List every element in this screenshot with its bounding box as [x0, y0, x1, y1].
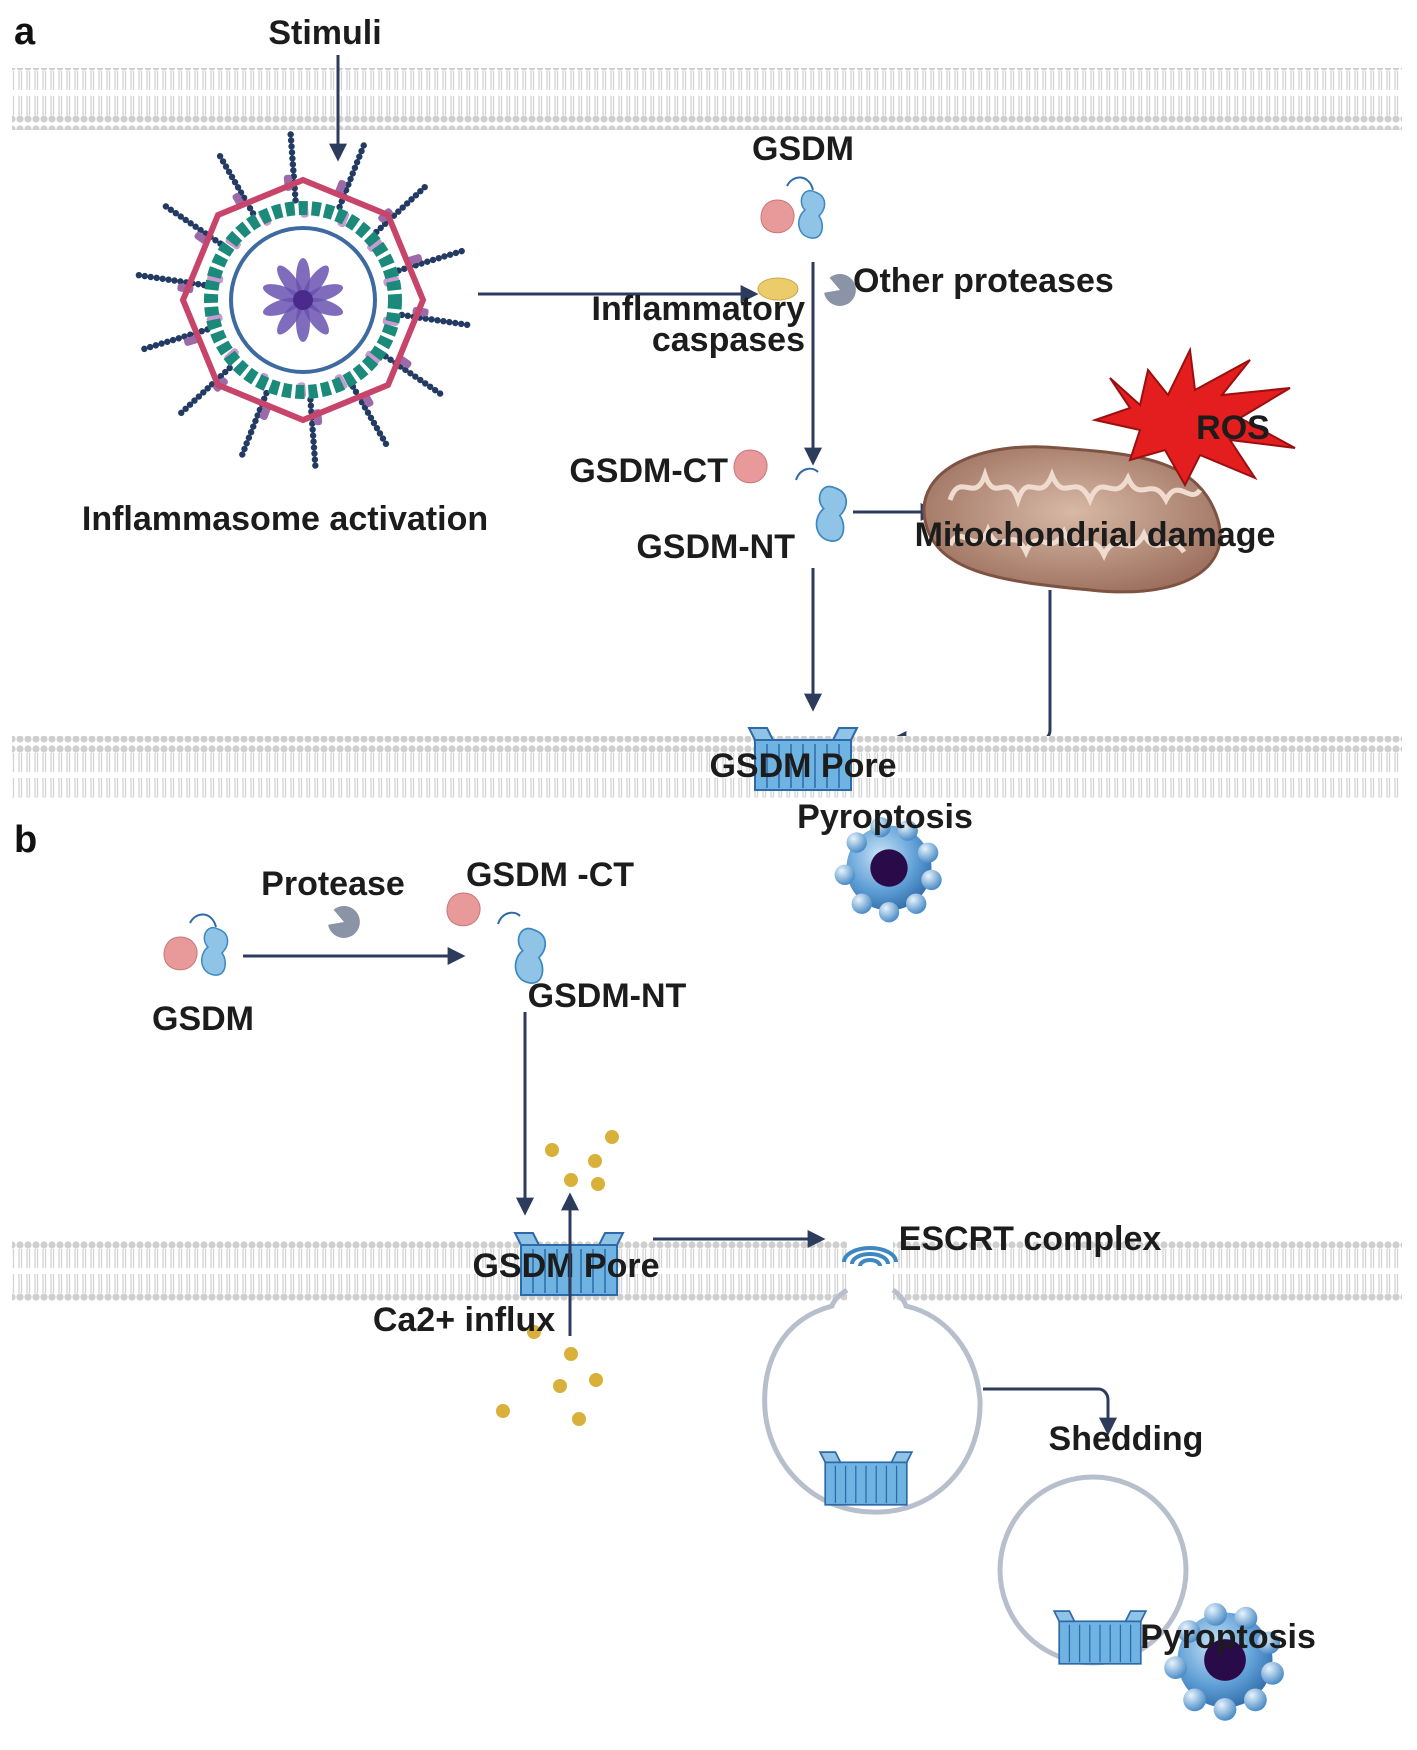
gsdm-nt-protein-a [815, 485, 848, 542]
caspase-shape [757, 277, 799, 301]
protease-label: Protease [261, 865, 405, 903]
gsdm-ct-label-b: GSDM -CT [466, 856, 634, 894]
ros-label: ROS [1196, 409, 1270, 447]
membrane-bottom-a [12, 736, 1402, 798]
vesicle-pore-2 [1053, 1610, 1147, 1665]
membrane-top-a [12, 68, 1402, 130]
inflammatory-caspases-label-1: Inflammatory [592, 290, 806, 328]
mitochondria-to-pore-arrow [888, 590, 1052, 749]
gsdm-pore-label-b: GSDM Pore [472, 1247, 659, 1285]
panel-b-label: b [14, 819, 37, 861]
shedding-label: Shedding [1049, 1420, 1204, 1458]
protease-shape-b [325, 902, 365, 943]
shedding-arrow [983, 1387, 1117, 1436]
pyroptosis-label-b: Pyroptosis [1140, 1618, 1316, 1656]
gsdm-label-b: GSDM [152, 1000, 254, 1038]
gsdm-full-protein-b [163, 913, 229, 976]
panel-a-label: a [14, 11, 36, 53]
gsdm-ct-protein-a [733, 449, 768, 484]
vesicle-pore-1 [819, 1451, 913, 1506]
escrt-spiral [842, 1246, 898, 1267]
inflammatory-caspases-label-2: caspases [652, 321, 805, 359]
inflammasome-activation-label: Inflammasome activation [82, 500, 488, 538]
mitochondrial-damage-label: Mitochondrial damage [915, 516, 1276, 554]
gsdm-nt-label-a: GSDM-NT [636, 528, 795, 566]
membrane-b-left [12, 1241, 847, 1303]
ros-burst [1091, 346, 1296, 488]
pyroptosis-label-a: Pyroptosis [797, 798, 973, 836]
gsdm-label-a: GSDM [752, 130, 854, 168]
other-proteases-label: Other proteases [853, 262, 1114, 300]
membrane-b-right [893, 1241, 1402, 1303]
ca-influx-label: Ca2+ influx [373, 1301, 555, 1339]
inflammasome-complex [135, 131, 471, 469]
gsdm-ct-protein-b [446, 892, 481, 927]
gsdm-pore-label-a: GSDM Pore [709, 747, 896, 785]
stimuli-label: Stimuli [268, 14, 381, 52]
calcium-ions [496, 1130, 619, 1426]
gsdm-nt-label-b: GSDM-NT [528, 977, 687, 1015]
gsdm-ct-label-a: GSDM-CT [569, 452, 728, 490]
escrt-complex-label: ESCRT complex [899, 1220, 1162, 1258]
budding-vesicle [762, 1287, 983, 1515]
mitochondrion [922, 445, 1222, 594]
gsdm-nt-protein-b [514, 927, 547, 984]
gsdm-full-protein-a [760, 176, 826, 239]
